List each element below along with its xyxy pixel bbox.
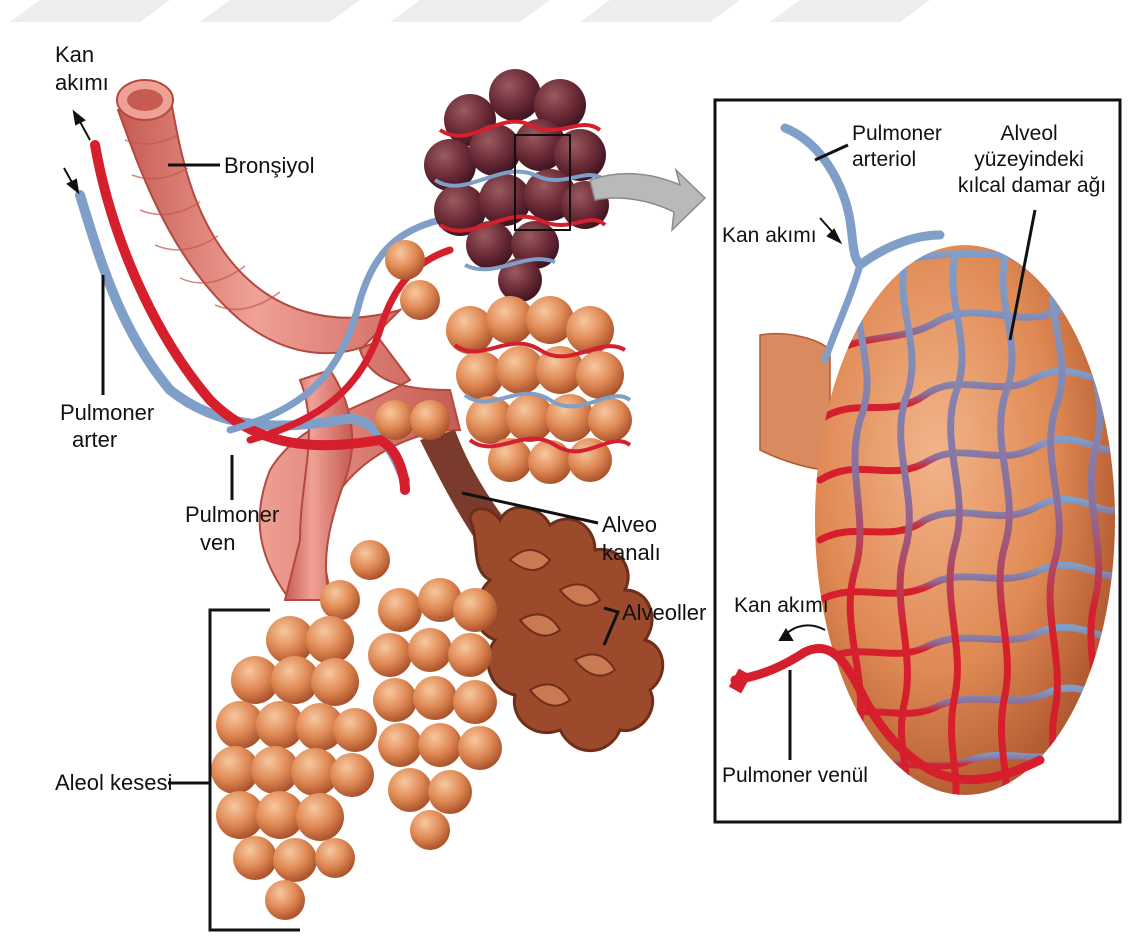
alveolar-sac-label: Aleol kesesi — [55, 770, 172, 795]
capillary-covered-cluster — [424, 69, 609, 302]
pulmonary-artery-label: Pulmoner arter — [60, 400, 160, 452]
flow-arrows-left — [64, 112, 90, 192]
bronchiole-label: Bronşiyol — [224, 153, 314, 178]
alveolar-duct-label: Alveo kanalı — [602, 512, 663, 565]
inset-panel: Pulmoner arteriol Alveol yüzeyindeki kıl… — [715, 100, 1120, 822]
alveolar-sac-cluster — [211, 616, 377, 920]
alveoli-label: Alveoller — [622, 600, 706, 625]
header-stripes — [10, 0, 930, 22]
inset-blood-flow-top-label: Kan akımı — [722, 224, 817, 247]
inset-venule-label: Pulmoner venül — [722, 764, 868, 787]
blood-flow-label-left: Kan akımı — [55, 42, 109, 95]
inset-blood-flow-bottom-label: Kan akımı — [734, 594, 829, 617]
